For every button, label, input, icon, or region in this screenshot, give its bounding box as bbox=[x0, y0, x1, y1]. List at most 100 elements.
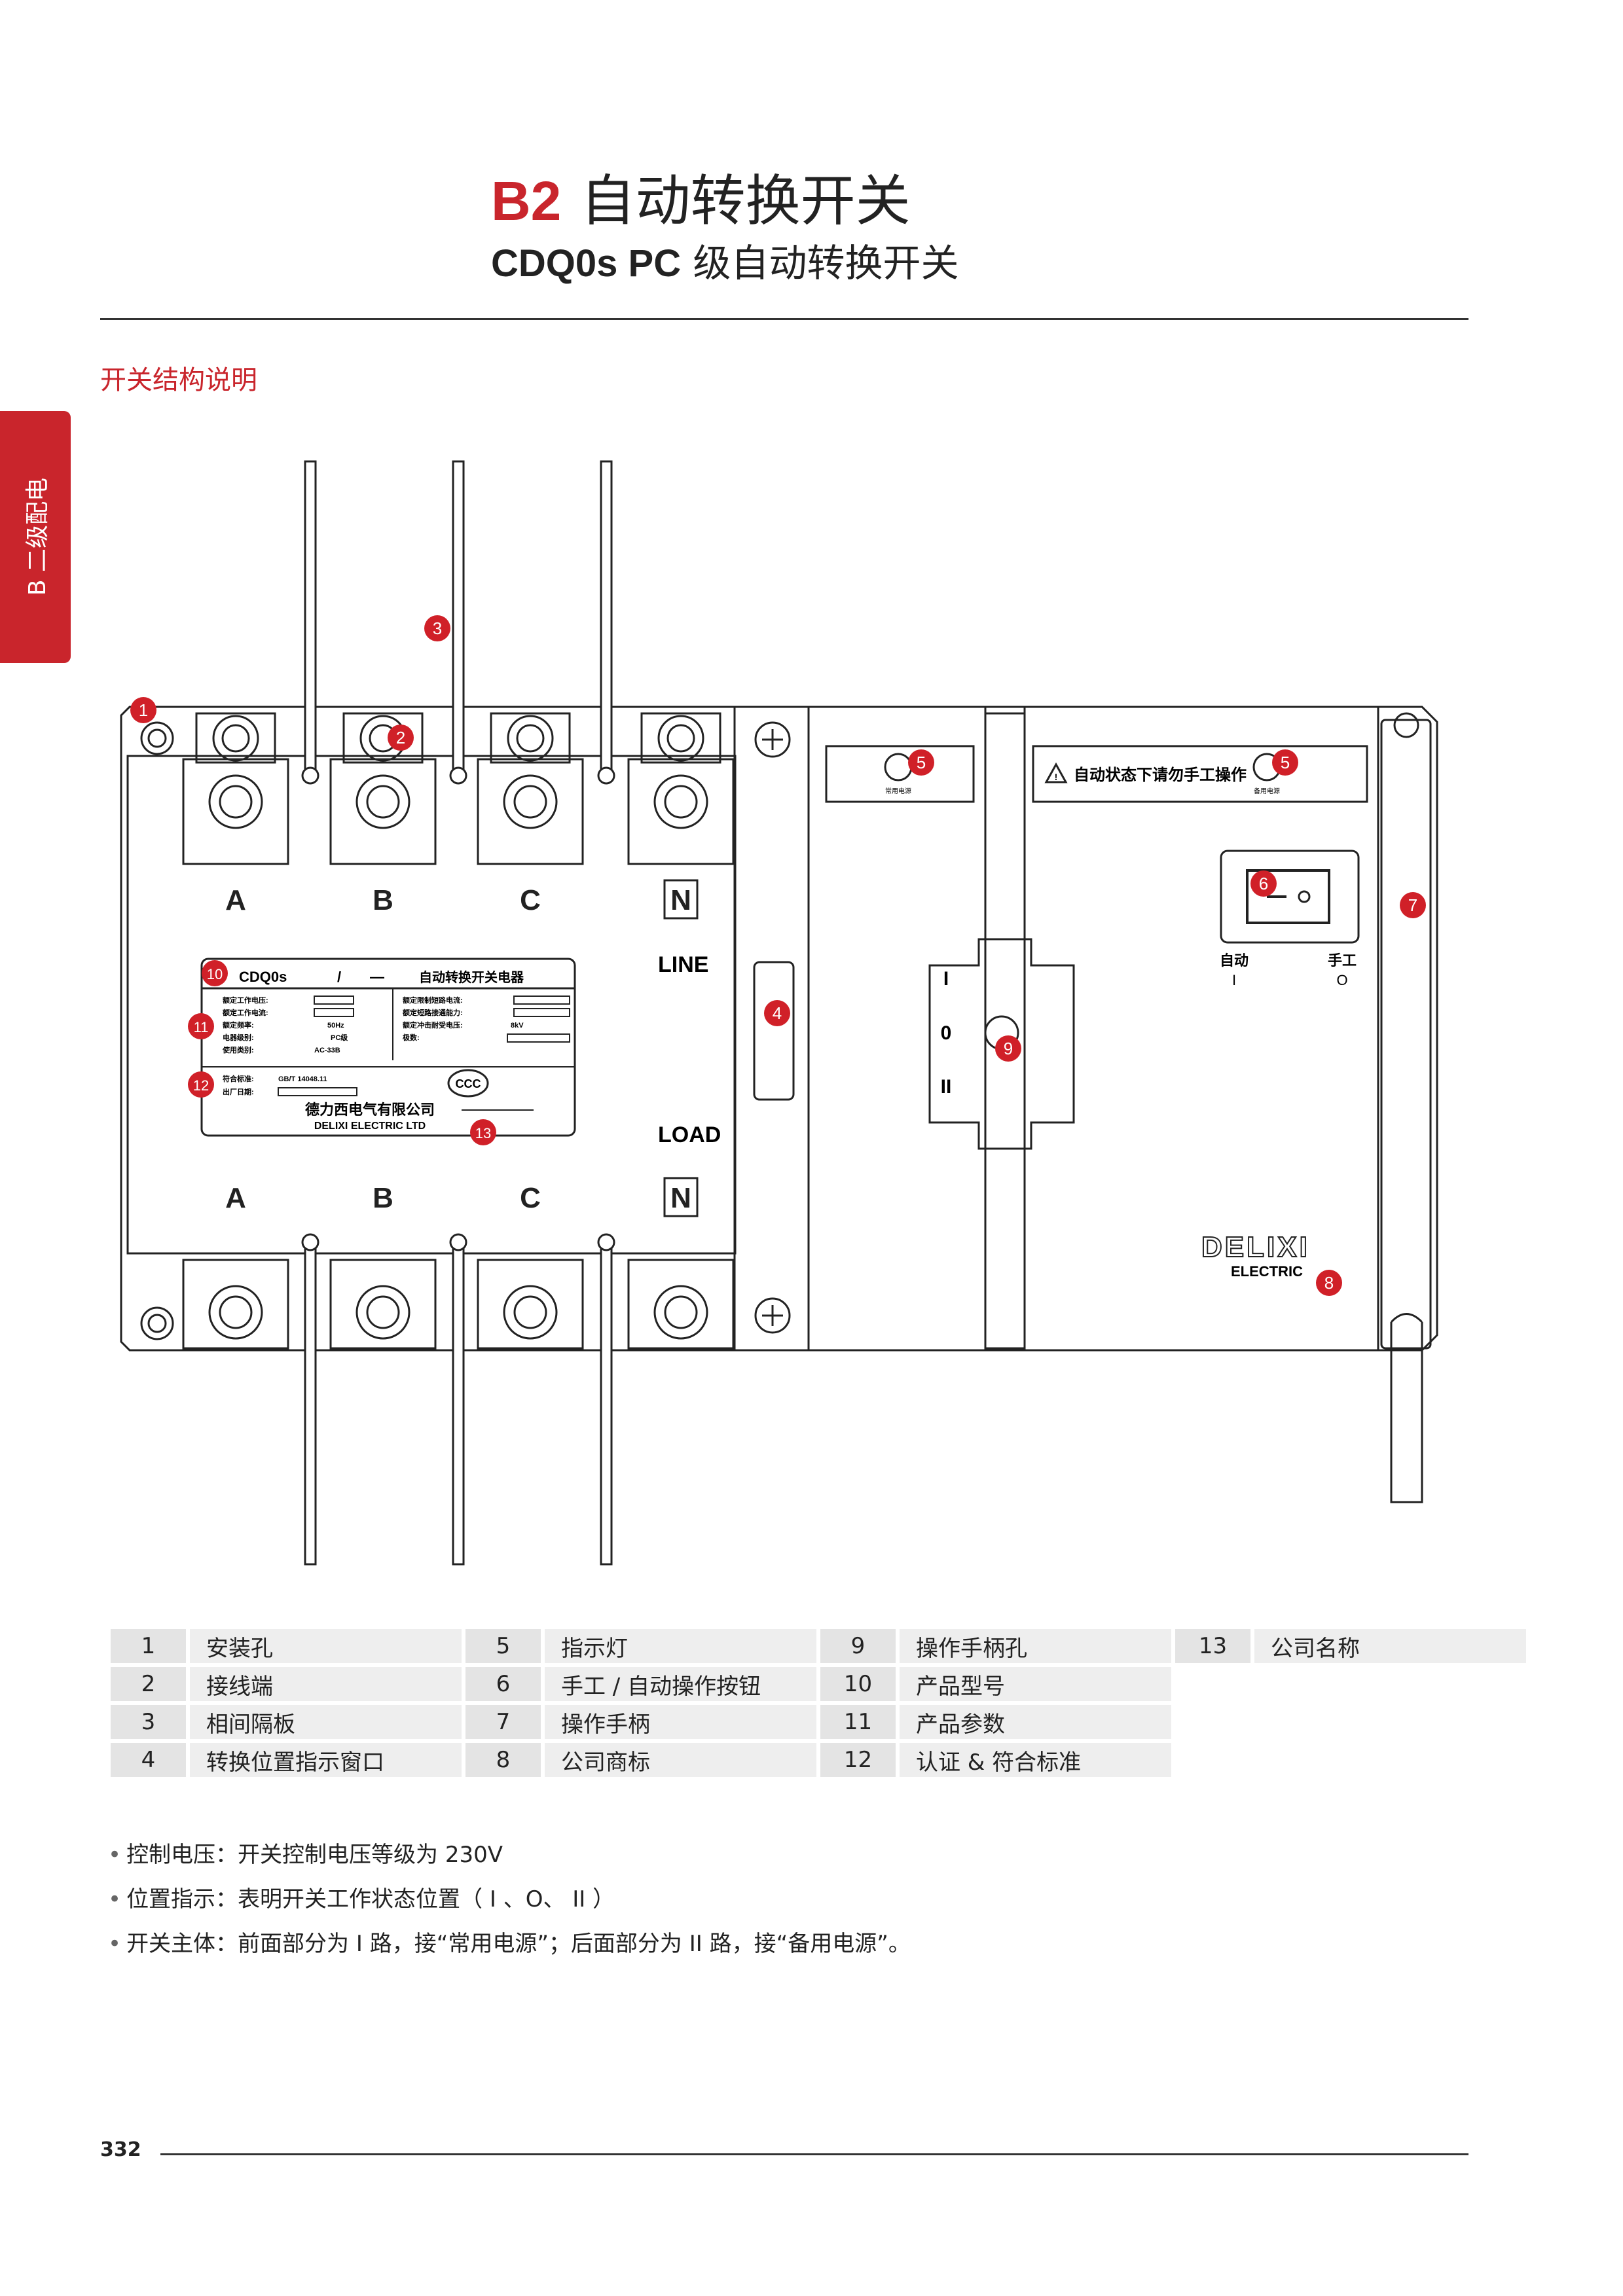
callout-marker bbox=[764, 1000, 790, 1026]
callout-marker bbox=[1316, 1270, 1342, 1296]
switch-structure-diagram: A B C N A B C N LINE LOAD 常用电源 ! 自动状态下请勿… bbox=[120, 460, 1438, 1566]
nameplate-dash: — bbox=[370, 969, 384, 985]
mode-manual-symbol: O bbox=[1336, 972, 1347, 988]
page-number: 332 bbox=[100, 2138, 141, 2161]
nameplate-field: 符合标准: bbox=[223, 1074, 254, 1083]
callout-number: 2 bbox=[396, 728, 405, 747]
legend-number: 2 bbox=[111, 1667, 186, 1701]
nameplate-value: 8kV bbox=[511, 1022, 524, 1030]
callout-number: 11 bbox=[194, 1019, 209, 1035]
callout-number: 3 bbox=[433, 619, 442, 638]
nameplate-field: 使用类别: bbox=[222, 1045, 254, 1054]
callout-marker bbox=[1400, 892, 1426, 918]
callout-number: 7 bbox=[1408, 895, 1417, 915]
note-text: 控制电压：开关控制电压等级为 230V bbox=[126, 1842, 503, 1868]
nameplate-value: 50Hz bbox=[327, 1022, 344, 1030]
nameplate: CDQ0s / — 自动转换开关电器 额定工作电压: 额定工作电流: 额定频率:… bbox=[200, 958, 576, 1137]
load-label: LOAD bbox=[658, 1122, 721, 1147]
page-title: B2 自动转换开关 bbox=[491, 157, 911, 236]
legend-row: 4 转换位置指示窗口 8 公司商标 12 认证 & 符合标准 bbox=[111, 1743, 1526, 1777]
phase-label-top-a: A bbox=[225, 884, 246, 916]
page-subtitle: CDQ0s PC 级自动转换开关 bbox=[491, 232, 959, 287]
legend-label: 操作手柄 bbox=[545, 1705, 816, 1739]
delixi-logo: DELIXI bbox=[1201, 1231, 1310, 1263]
note-item: •位置指示：表明开关工作状态位置（ I 、O、 II ） bbox=[108, 1886, 615, 1912]
legend-number: 12 bbox=[820, 1743, 896, 1777]
phase-label-top-b: B bbox=[373, 884, 393, 916]
chapter-side-tab[interactable]: B 二级配电 bbox=[0, 411, 71, 663]
front-body bbox=[126, 755, 737, 1255]
warning-icon bbox=[1044, 762, 1068, 783]
callout-marker bbox=[470, 1119, 496, 1145]
callout-number: 1 bbox=[139, 700, 148, 720]
legend-number: 1 bbox=[111, 1629, 186, 1663]
mounting-hole bbox=[140, 721, 174, 755]
legend-label: 公司商标 bbox=[545, 1743, 816, 1777]
subtitle-code: CDQ0s PC bbox=[491, 242, 682, 285]
legend-number: 6 bbox=[465, 1667, 541, 1701]
position-mark-i: I bbox=[943, 968, 949, 990]
legend-label: 操作手柄孔 bbox=[900, 1629, 1171, 1663]
callout-number: 12 bbox=[193, 1077, 209, 1094]
callout-marker bbox=[1272, 749, 1298, 776]
legend-number: 4 bbox=[111, 1743, 186, 1777]
legend-number: 13 bbox=[1175, 1629, 1250, 1663]
mode-switch-housing bbox=[1220, 850, 1360, 944]
legend-row: 3 相间隔板 7 操作手柄 11 产品参数 bbox=[111, 1705, 1526, 1739]
nameplate-field: 额定限制短路电流: bbox=[403, 996, 463, 1005]
line-label: LINE bbox=[658, 952, 708, 977]
callout-marker bbox=[388, 725, 414, 751]
legend-empty-cell bbox=[1175, 1743, 1526, 1777]
legend-number: 7 bbox=[465, 1705, 541, 1739]
legend-label: 接线端 bbox=[190, 1667, 462, 1701]
nameplate-field: 出厂日期: bbox=[223, 1087, 254, 1096]
legend-label: 产品型号 bbox=[900, 1667, 1171, 1701]
position-mark-ii: II bbox=[941, 1076, 952, 1098]
indicator-panel-primary bbox=[825, 745, 975, 803]
mode-auto-symbol: I bbox=[1232, 972, 1236, 988]
indicator-backup-caption: 备用电源 bbox=[1254, 787, 1280, 795]
callout-number: 6 bbox=[1259, 874, 1268, 893]
indicator-lamp-primary bbox=[884, 753, 913, 781]
note-item: •开关主体：前面部分为 I 路，接“常用电源”；后面部分为 II 路，接“备用电… bbox=[108, 1931, 911, 1957]
phase-label-top-n: N bbox=[670, 884, 691, 916]
mode-switch-button[interactable] bbox=[1246, 869, 1330, 924]
nameplate-slash: / bbox=[337, 969, 341, 985]
callout-marker bbox=[202, 960, 228, 986]
legend-row: 1 安装孔 5 指示灯 9 操作手柄孔 13 公司名称 bbox=[111, 1629, 1526, 1663]
delixi-logo-sub: ELECTRIC bbox=[1231, 1263, 1303, 1280]
callout-number: 5 bbox=[1281, 753, 1290, 772]
section-code: B2 bbox=[491, 170, 562, 232]
legend-empty-cell bbox=[1175, 1705, 1526, 1739]
legend-number: 9 bbox=[820, 1629, 896, 1663]
callout-marker bbox=[130, 697, 156, 723]
indicator-primary-caption: 常用电源 bbox=[885, 787, 911, 795]
subtitle-text: 级自动转换开关 bbox=[693, 241, 959, 285]
callout-marker bbox=[908, 749, 934, 776]
section-heading: 开关结构说明 bbox=[100, 365, 257, 395]
nameplate-field: 额定短路接通能力: bbox=[403, 1008, 463, 1017]
callout-number: 4 bbox=[773, 1003, 782, 1023]
nameplate-field: 额定冲击耐受电压: bbox=[403, 1020, 463, 1030]
operating-handle bbox=[1390, 1322, 1423, 1503]
mode-auto-label: 自动 bbox=[1220, 952, 1249, 969]
nameplate-company-en: DELIXI ELECTRIC LTD bbox=[314, 1121, 426, 1132]
mounting-hole bbox=[1393, 712, 1419, 738]
phase-label-bottom-a: A bbox=[225, 1182, 246, 1214]
operating-handle-hole-frame bbox=[928, 938, 1075, 1150]
notes-list: •控制电压：开关控制电压等级为 230V •位置指示：表明开关工作状态位置（ I… bbox=[108, 1833, 911, 1966]
mode-manual-label: 手工 bbox=[1328, 952, 1357, 969]
legend-label: 相间隔板 bbox=[190, 1705, 462, 1739]
nameplate-field: 额定工作电流: bbox=[223, 1008, 268, 1017]
callout-number: 8 bbox=[1324, 1273, 1334, 1293]
callout-marker bbox=[188, 1071, 214, 1098]
nameplate-product-name: 自动转换开关电器 bbox=[419, 969, 524, 985]
header-divider bbox=[100, 318, 1468, 320]
legend-number: 5 bbox=[465, 1629, 541, 1663]
note-text: 位置指示：表明开关工作状态位置（ I 、O、 II ） bbox=[126, 1886, 615, 1912]
callout-number: 10 bbox=[207, 966, 223, 982]
legend-label: 安装孔 bbox=[190, 1629, 462, 1663]
nameplate-value: AC-33B bbox=[314, 1047, 340, 1054]
legend-number: 8 bbox=[465, 1743, 541, 1777]
legend-table: 1 安装孔 5 指示灯 9 操作手柄孔 13 公司名称 2 接线端 6 手工 /… bbox=[107, 1625, 1530, 1781]
